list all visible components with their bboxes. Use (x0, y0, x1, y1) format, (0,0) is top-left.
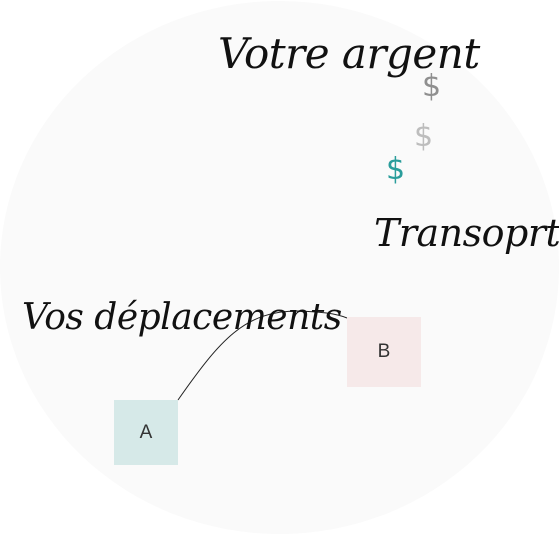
node-a-label: A (139, 421, 153, 443)
dollar-icon: $ (414, 119, 434, 154)
node-b-label: B (377, 341, 391, 362)
money-title: Votre argent (218, 29, 480, 78)
node-a: A (114, 400, 178, 465)
transport-title: Transoprt (374, 211, 559, 255)
node-b: B (347, 317, 421, 387)
dollar-icon: $ (422, 69, 442, 104)
travel-title: Vos déplacements (22, 297, 342, 338)
dollar-icon: $ (386, 152, 406, 187)
